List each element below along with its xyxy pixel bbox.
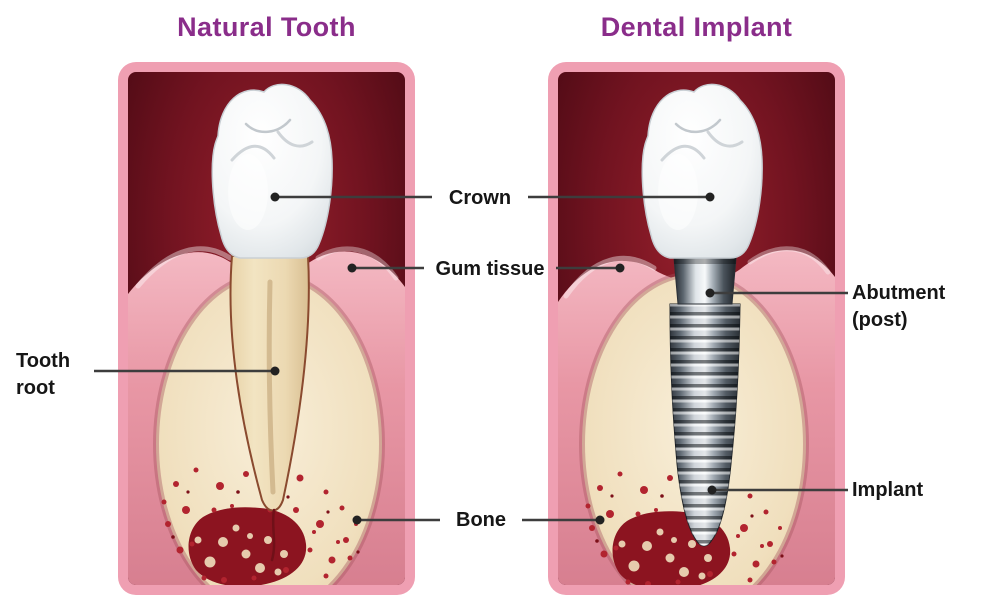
label-abutment-post: Abutment (post) [852, 282, 946, 331]
gum-highlight [563, 255, 657, 299]
connector-lines [94, 195, 848, 522]
label-gum-tissue: Gum tissue [435, 258, 545, 280]
label-tooth-root: Tooth root [16, 350, 71, 399]
gum-highlight [135, 246, 233, 289]
dental-implant-panel [548, 62, 845, 595]
title-natural-tooth: Natural Tooth [177, 12, 356, 42]
label-bone: Bone [456, 509, 506, 531]
label-crown: Crown [448, 187, 512, 209]
gum-highlight [747, 246, 831, 275]
connector-dots [270, 192, 717, 525]
implant-screw [669, 303, 741, 547]
title-dental-implant: Dental Implant [600, 12, 793, 42]
natural-tooth-crown [210, 82, 334, 260]
label-implant: Implant [852, 479, 924, 501]
bone-crack [270, 508, 276, 562]
implant-crown [640, 82, 764, 260]
abutment-post [673, 257, 737, 305]
root-canal [266, 279, 276, 495]
natural-tooth-panel [118, 62, 415, 595]
